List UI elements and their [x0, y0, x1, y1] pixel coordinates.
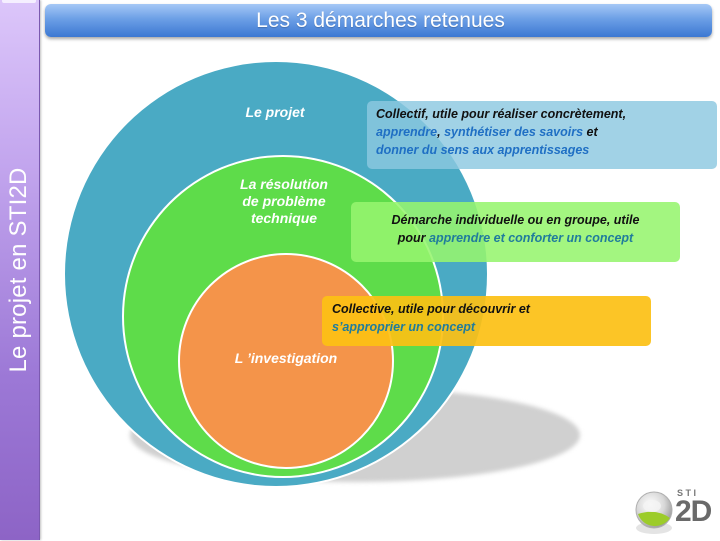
label-resolution: La résolution de problème technique — [240, 176, 328, 226]
sphere-logo-icon — [635, 491, 673, 534]
title-bar: Les 3 démarches retenues — [45, 4, 712, 37]
callout-text: , — [437, 125, 445, 139]
sidebar: Le projet en STI2D — [0, 0, 40, 540]
sti2d-logo: STI 2D — [632, 486, 718, 536]
callout-projet: Collectif, utile pour réaliser concrètem… — [367, 101, 717, 169]
callout-highlight: apprendre et conforter un concept — [429, 231, 634, 245]
callout-text: pour — [397, 231, 430, 245]
sidebar-cap — [2, 0, 36, 3]
callout-text: Démarche individuelle ou en groupe, util… — [391, 213, 640, 227]
callout-text: et — [583, 125, 598, 139]
label-investigation: L ’investigation — [234, 350, 338, 366]
callout-investigation: Collective, utile pour découvrir et s’ap… — [322, 296, 651, 346]
callout-highlight: apprendre — [376, 125, 438, 139]
sidebar-title: Le projet en STI2D — [5, 167, 32, 373]
callout-resolution: Démarche individuelle ou en groupe, util… — [351, 202, 680, 262]
label-projet: Le projet — [245, 104, 305, 120]
callout-highlight: donner du sens aux apprentissages — [376, 143, 590, 157]
callout-highlight: s’approprier un concept — [332, 320, 476, 334]
callout-text: Collective, utile pour découvrir et — [332, 302, 530, 316]
callout-text: Collectif, utile pour réaliser concrètem… — [376, 107, 627, 121]
circle-investigation — [178, 253, 394, 469]
logo-2d-text: 2D — [675, 495, 712, 528]
callout-highlight: synthétiser des savoirs — [444, 125, 584, 139]
page-title: Les 3 démarches retenues — [256, 8, 505, 32]
logo-sti-text: STI — [677, 488, 699, 498]
